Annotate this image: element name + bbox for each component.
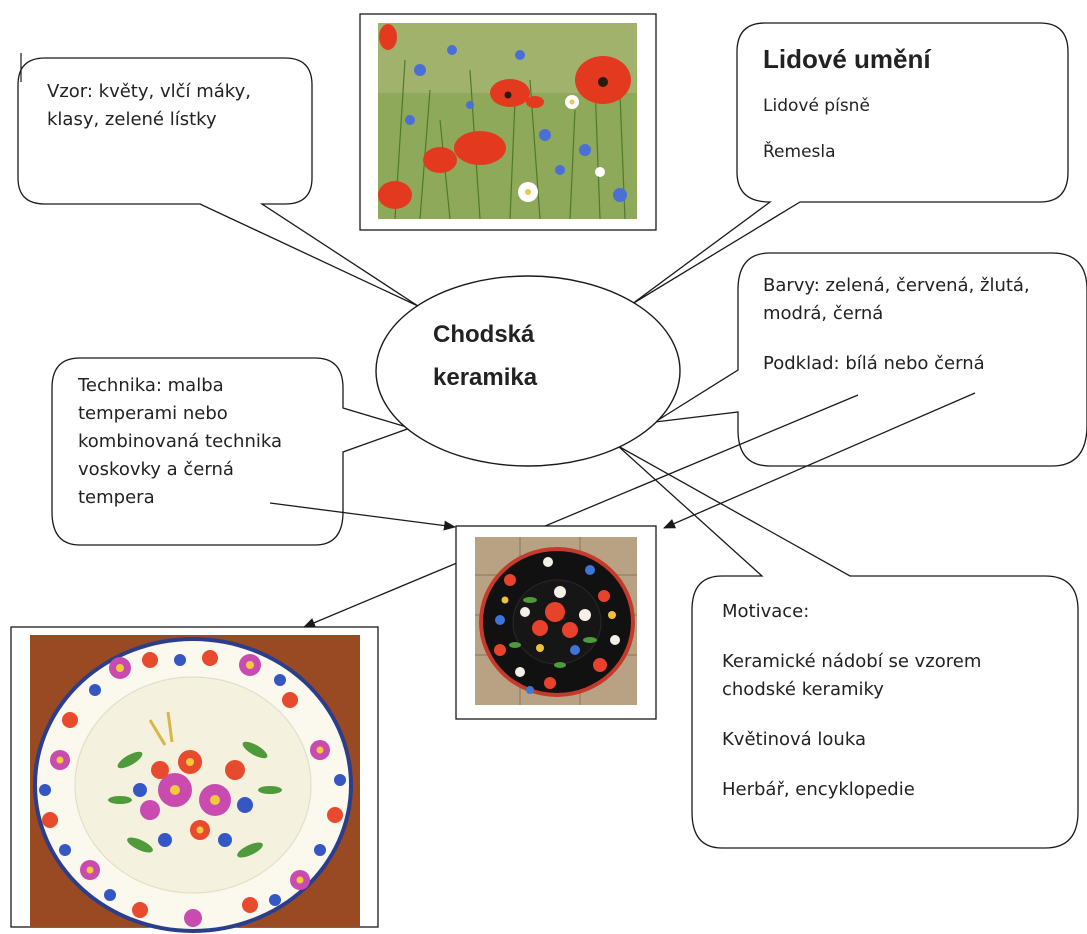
technique-line-5: tempera — [78, 487, 155, 508]
arrow-colors-to-white-plate — [303, 394, 859, 628]
black-plate-photo — [455, 525, 657, 720]
folk-art-item-songs: Lidové písně — [763, 96, 870, 116]
arrow-technique-to-black-plate — [269, 502, 456, 531]
pattern-line-1: Vzor: květy, vlčí máky, — [47, 81, 251, 102]
technique-line-2: temperami nebo — [78, 403, 228, 424]
callout-colors-text: Barvy: zelená, červená, žlutá, modrá, če… — [763, 272, 1030, 378]
callout-colors-bubble — [654, 252, 1087, 467]
callout-pattern-bubble — [17, 57, 419, 307]
callout-technique-bubble — [51, 357, 413, 546]
poppy-meadow-photo — [359, 13, 657, 231]
motivation-item1-line1: Keramické nádobí se vzorem — [722, 651, 982, 672]
motivation-title: Motivace: — [722, 601, 810, 622]
motivation-item3: Herbář, encyklopedie — [722, 779, 915, 800]
folk-art-item-crafts: Řemesla — [763, 142, 836, 162]
center-title-line1: Chodská — [433, 321, 535, 348]
callout-motivation-text: Motivace: Keramické nádobí se vzorem cho… — [722, 598, 981, 804]
folk-art-title: Lidové umění — [763, 44, 931, 74]
callout-folk-art-bubble — [631, 22, 1069, 305]
motivation-item1-line2: chodské keramiky — [722, 679, 884, 700]
callout-technique-text: Technika: malba temperami nebo kombinova… — [78, 372, 282, 512]
motivation-item2: Květinová louka — [722, 729, 866, 750]
colors-base: Podklad: bílá nebo černá — [763, 353, 985, 374]
colors-line-1: Barvy: zelená, červená, žlutá, — [763, 275, 1030, 296]
pattern-line-2: klasy, zelené lístky — [47, 109, 217, 130]
arrow-base-to-black-plate — [663, 392, 976, 529]
technique-line-4: voskovky a černá — [78, 459, 234, 480]
center-ellipse — [375, 275, 681, 467]
technique-line-1: Technika: malba — [78, 375, 224, 396]
technique-line-3: kombinovaná technika — [78, 431, 283, 452]
callout-motivation-bubble — [617, 445, 1079, 849]
callout-folk-art-text: Lidové umění Lidové písně Řemesla — [763, 42, 931, 166]
center-title-line2: keramika — [433, 364, 538, 391]
white-plate-photo — [10, 626, 379, 933]
callout-pattern-text: Vzor: květy, vlčí máky, klasy, zelené lí… — [47, 78, 251, 134]
colors-line-2: modrá, černá — [763, 303, 884, 324]
